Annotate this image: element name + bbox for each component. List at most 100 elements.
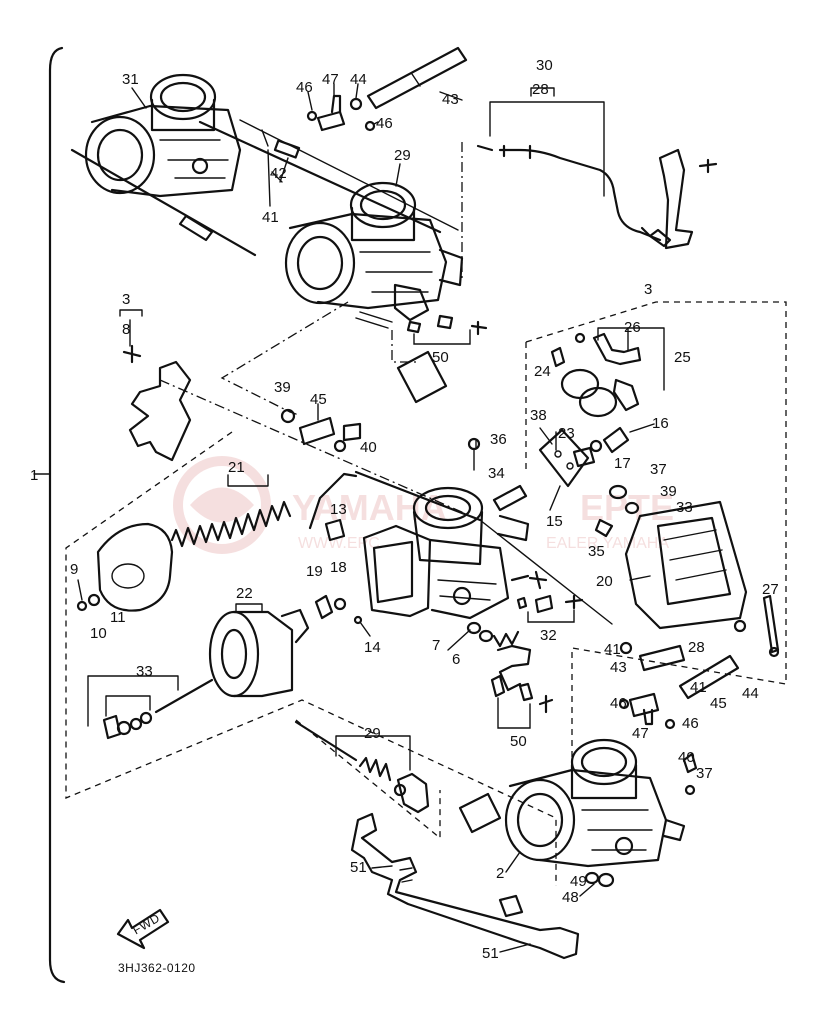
callout-31: 33 [136,663,153,680]
pilot-screw-set [510,570,584,623]
callout-40: 40 [678,749,695,766]
callout-41-mid-a: 39 [274,379,291,396]
callout-16: 17 [614,455,631,472]
diagram-code: 3HJ362-0120 [118,961,196,975]
exploded-boundary-right [525,301,787,760]
throttle-spring [170,474,292,548]
callout-13: 14 [364,639,381,656]
callout-47-top: 47 [322,71,339,88]
callout-50-low: 50 [510,733,527,750]
fuel-hose-lower [678,594,780,700]
callout-35: 36 [490,431,507,448]
link-line-3 [220,301,349,413]
callout-51-left: 51 [350,859,367,876]
callout-12: 13 [330,501,347,518]
callout-leaders [129,87,655,953]
callout-9: 9 [70,561,78,578]
callout-46-top-a: 46 [296,79,313,96]
callout-2: 2 [496,865,504,882]
callout-50-top: 50 [432,349,449,366]
callout-10: 10 [90,625,107,642]
callout-49: 49 [570,873,587,890]
callout-index: 1 [30,467,38,484]
callout-28: 28 [532,81,549,98]
throttle-cable-assembly [476,87,718,250]
assembly-bracket [48,46,66,984]
float-needle-parts [466,621,520,648]
callout-34: 35 [588,543,605,560]
forward-arrow: FWD [116,908,170,950]
exploded-boundary-left [65,431,557,886]
bottom-carburetor [458,738,698,888]
callout-39: 37 [696,765,713,782]
vacuum-piston [208,603,310,698]
watermark-tagline-left: WWW.EPC [298,535,380,552]
mounting-bracket [119,309,192,462]
fuel-joint-middle [280,403,362,453]
callout-41-low-a: 41 [604,641,621,658]
right-small-parts [467,426,640,538]
callout-51-right: 51 [482,945,499,962]
callout-43-top: 43 [442,91,459,108]
callout-23: 24 [534,363,551,380]
callout-46-low-a: 46 [610,695,627,712]
link-line-2 [391,330,420,363]
callout-18: 19 [306,563,323,580]
callout-33: 34 [488,465,505,482]
callout-21: 22 [236,585,253,602]
callout-3-right: 3 [644,281,652,298]
fuel-joint-lower [618,641,686,730]
callout-20: 21 [228,459,245,476]
callout-30: 32 [540,627,557,644]
callout-24: 25 [674,349,691,366]
forward-arrow-label: FWD [130,911,162,938]
link-line-4 [159,379,481,521]
center-carburetor-body [354,470,530,620]
watermark-tagline-right: EALER YAMAHA [546,535,669,552]
callout-7: 7 [432,637,440,654]
callout-numbers: 31 29 30 28 46 47 44 46 43 42 41 50 3 8 … [70,57,779,962]
callout-47-low: 47 [632,725,649,742]
callout-46-top-b: 46 [376,115,393,132]
top-cap [76,522,174,612]
callout-37: 38 [530,407,547,424]
accelerator-pump-cover [538,428,596,488]
callout-36: 37 [650,461,667,478]
callout-46-low-b: 46 [682,715,699,732]
link-line-5 [479,519,613,625]
top-carburetor-assembly [70,73,464,329]
callout-6: 6 [452,651,460,668]
callout-44-low: 45 [710,695,727,712]
callout-43-low: 44 [742,685,759,702]
callout-3-left: 3 [122,291,130,308]
callout-32: 33 [676,499,693,516]
callout-25: 26 [624,319,641,336]
screw-set-lower [490,644,554,729]
callout-5: 31 [122,71,139,88]
throttle-stop-screw [294,720,430,814]
fuel-hose-top [366,46,468,110]
callout-8: 8 [122,321,130,338]
small-parts-middle [308,472,363,625]
callout-41-low-b: 41 [690,679,707,696]
callout-42-top: 42 [270,165,287,182]
float-chamber [624,500,748,633]
callout-44-top: 44 [350,71,367,88]
callout-38: 39 [660,483,677,500]
screw-set-top [406,314,488,345]
callout-19: 20 [596,573,613,590]
callout-27: 28 [688,639,705,656]
fuel-joint-top [306,83,379,132]
throttle-linkage [350,812,580,960]
callout-14: 15 [546,513,563,530]
choke-lever-set [550,327,665,418]
callout-42-low: 43 [610,659,627,676]
callout-48: 48 [562,889,579,906]
callout-15: 16 [652,415,669,432]
callout-26: 27 [762,581,779,598]
callout-11: 11 [110,609,126,626]
callout-17: 18 [330,559,347,576]
jet-needle-set [87,675,214,740]
callout-4-cable: 30 [536,57,553,74]
